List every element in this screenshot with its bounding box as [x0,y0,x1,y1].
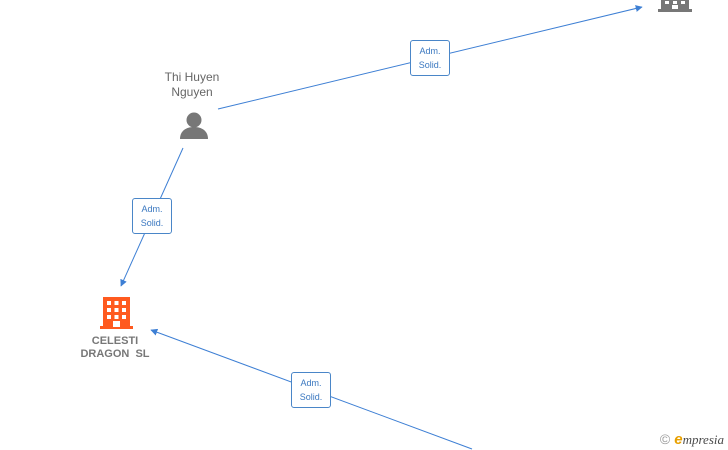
edge-label-line1: Adm. [419,46,441,56]
building-icon[interactable] [100,297,133,329]
person-icon[interactable] [180,112,208,140]
partial-building-icon[interactable] [658,0,692,12]
edge-label-line2: Solid. [299,392,323,402]
person-name-line1: Thi Huyen [164,70,220,84]
edge-label-adm-solid: Adm. Solid. [132,198,172,234]
company-name[interactable]: CELESTI DRAGON SL [63,335,167,361]
edge-label-adm-solid: Adm. Solid. [410,40,450,76]
edge-label-line1: Adm. [141,204,163,214]
edge-label-line1: Adm. [300,378,322,388]
brand-name: mpresia [682,432,724,447]
person-name[interactable]: Thi Huyen Nguyen [151,70,233,100]
edge-label-line2: Solid. [418,60,442,70]
empresia-watermark: ©empresia [660,431,724,448]
person-name-line2: Nguyen [171,85,213,99]
edge-label-line2: Solid. [140,218,164,228]
company-name-line2: DRAGON SL [80,348,150,360]
brand-initial: e [674,431,683,448]
company-name-line1: CELESTI [91,335,139,347]
copyright-symbol: © [659,431,671,447]
edge-label-adm-solid: Adm. Solid. [291,372,331,408]
